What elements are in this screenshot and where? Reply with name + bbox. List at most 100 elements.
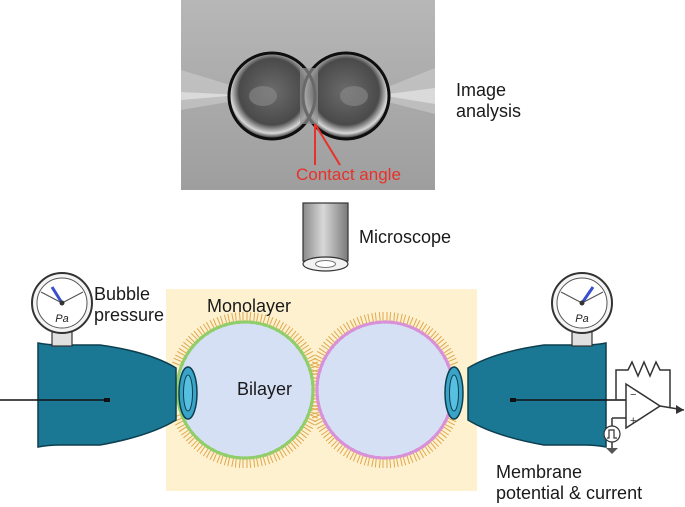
lipid-head bbox=[291, 340, 295, 344]
lipid-tail bbox=[289, 441, 297, 450]
svg-text:−: − bbox=[630, 389, 636, 401]
lipid-tail bbox=[202, 323, 209, 332]
lipid-tail bbox=[284, 445, 291, 455]
lipid-tail bbox=[330, 439, 338, 447]
lipid-head bbox=[295, 431, 300, 435]
lipid-tail bbox=[309, 414, 319, 419]
lipid-tail bbox=[231, 457, 234, 467]
lipid-tail bbox=[339, 325, 346, 335]
lipid-head bbox=[335, 340, 339, 344]
lipid-tail bbox=[367, 313, 371, 323]
lipid-tail bbox=[418, 321, 424, 331]
lipid-tail bbox=[311, 361, 321, 366]
lipid-tail bbox=[318, 426, 327, 433]
bubble-pressure-label: Bubble pressure bbox=[94, 284, 164, 326]
lipid-head bbox=[316, 374, 321, 379]
lipid-head bbox=[351, 328, 355, 332]
lipid-tail bbox=[183, 431, 191, 439]
lipid-tail bbox=[206, 321, 212, 331]
lipid-head bbox=[223, 323, 228, 327]
lipid-head bbox=[249, 455, 254, 460]
lipid-head bbox=[308, 407, 312, 412]
lipid-tail bbox=[328, 437, 336, 445]
feedback-resistor-icon bbox=[615, 360, 671, 408]
lipid-tail bbox=[173, 357, 183, 363]
lipid-tail bbox=[300, 429, 310, 436]
lipid-tail bbox=[178, 426, 187, 433]
membrane-label: Membrane potential & current bbox=[496, 462, 642, 504]
lipid-tail bbox=[306, 420, 315, 426]
lipid-tail bbox=[188, 437, 196, 445]
lipid-head bbox=[376, 455, 381, 460]
lipid-tail bbox=[284, 325, 291, 335]
lipid-tail bbox=[434, 437, 442, 445]
lipid-tail bbox=[176, 423, 186, 429]
lipid-head bbox=[318, 368, 322, 373]
lipid-head bbox=[186, 350, 191, 355]
lipid-tail bbox=[432, 333, 440, 341]
lipid-head bbox=[363, 323, 368, 327]
lipid-tail bbox=[175, 354, 184, 360]
lipid-head bbox=[308, 368, 312, 373]
lipid-tail bbox=[304, 351, 314, 357]
image-analysis-label: Image analysis bbox=[456, 80, 521, 122]
lipid-head bbox=[431, 340, 435, 344]
lipid-tail bbox=[426, 444, 434, 452]
lipid-head bbox=[439, 350, 444, 355]
lipid-tail bbox=[272, 452, 278, 462]
lipid-heads-right bbox=[315, 320, 450, 460]
lipid-tail bbox=[299, 431, 307, 439]
lipid-head bbox=[415, 328, 419, 332]
lipid-head bbox=[211, 448, 215, 452]
lipid-tail bbox=[315, 420, 324, 426]
lipid-tail bbox=[209, 320, 215, 329]
lipid-tail bbox=[313, 417, 323, 423]
lipid-tail bbox=[333, 441, 341, 450]
lipid-tail bbox=[286, 444, 294, 452]
lipid-head bbox=[299, 425, 304, 430]
lipid-tail bbox=[281, 323, 288, 332]
lipid-tail bbox=[199, 445, 206, 455]
lipid-tail bbox=[219, 315, 224, 325]
lipid-tail bbox=[434, 335, 442, 343]
lipid-tail bbox=[185, 434, 194, 442]
lipid-tail bbox=[196, 328, 204, 336]
lipid-tail bbox=[234, 458, 237, 468]
lipid-head bbox=[363, 453, 368, 457]
lipid-tail bbox=[325, 338, 334, 346]
lipid-tail bbox=[374, 312, 377, 322]
lipid-head bbox=[195, 436, 199, 440]
lipid-tail bbox=[310, 411, 320, 416]
lipid-head bbox=[415, 448, 419, 452]
lipid-tail bbox=[371, 457, 374, 467]
lipid-tail bbox=[396, 457, 399, 467]
lipid-head bbox=[357, 451, 361, 455]
lipid-head bbox=[306, 414, 310, 418]
lipid-head bbox=[249, 320, 254, 325]
lipid-tail bbox=[446, 420, 455, 426]
lipid-tail bbox=[406, 455, 411, 465]
lipid-head bbox=[183, 420, 187, 424]
lipid-tail bbox=[216, 454, 221, 464]
lipid-tail bbox=[346, 449, 352, 459]
lipid-tail bbox=[180, 344, 190, 351]
lipid-tail bbox=[432, 439, 440, 447]
lipid-head bbox=[256, 321, 261, 326]
pressure-gauge-right-icon bbox=[551, 272, 613, 334]
lipid-head bbox=[340, 440, 344, 445]
lipid-tail bbox=[426, 328, 434, 336]
lipid-head bbox=[426, 440, 430, 445]
lipid-tail bbox=[306, 354, 315, 360]
lipid-head bbox=[420, 444, 425, 449]
lipid-tail bbox=[313, 357, 323, 363]
image-analysis-line2: analysis bbox=[456, 101, 522, 121]
lipid-tail bbox=[440, 344, 450, 351]
lipid-tail bbox=[352, 452, 358, 462]
lipid-tail bbox=[399, 313, 403, 323]
lipid-tail bbox=[199, 325, 206, 335]
lipid-tail bbox=[278, 449, 284, 459]
lipid-head bbox=[309, 374, 314, 379]
lipid-tail bbox=[227, 313, 231, 323]
lipid-tail bbox=[223, 314, 228, 324]
